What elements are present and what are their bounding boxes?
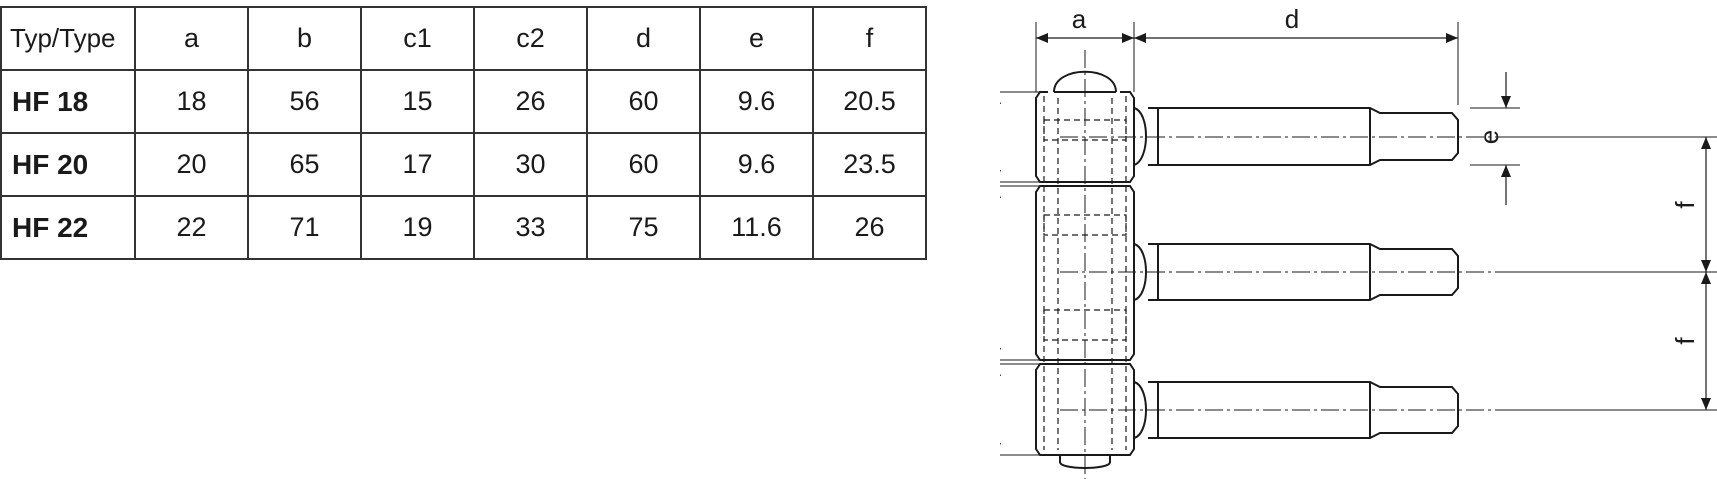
dimension-lines bbox=[1000, 33, 1711, 455]
value-cell: 9.6 bbox=[699, 132, 814, 197]
value-cell: 26 bbox=[473, 69, 588, 134]
header-cell-e: e bbox=[699, 6, 814, 71]
table-row: HF 18 18 56 15 26 60 9.6 20.5 bbox=[0, 69, 927, 134]
value-cell: 22 bbox=[134, 195, 249, 260]
value-cell: 15 bbox=[360, 69, 475, 134]
header-cell-f: f bbox=[812, 6, 927, 71]
header-cell-d: d bbox=[586, 6, 701, 71]
dimension-table: Typ/Type a b c1 c2 d e f HF 18 18 56 15 … bbox=[0, 6, 927, 260]
model-cell: HF 22 bbox=[0, 195, 136, 260]
value-cell: 30 bbox=[473, 132, 588, 197]
dimension-label-f-lower: f bbox=[1670, 337, 1700, 345]
value-cell: 11.6 bbox=[699, 195, 814, 260]
dimension-label-a: a bbox=[1072, 4, 1087, 34]
value-cell: 60 bbox=[586, 69, 701, 134]
value-cell: 18 bbox=[134, 69, 249, 134]
value-cell: 71 bbox=[247, 195, 362, 260]
dimension-label-e: e bbox=[1474, 130, 1504, 144]
threaded-pins bbox=[1133, 107, 1459, 439]
model-cell: HF 20 bbox=[0, 132, 136, 197]
center-lines bbox=[1060, 50, 1500, 479]
header-cell-c1: c1 bbox=[360, 6, 475, 71]
model-cell: HF 18 bbox=[0, 69, 136, 134]
value-cell: 26 bbox=[812, 195, 927, 260]
value-cell: 20 bbox=[134, 132, 249, 197]
header-cell-type: Typ/Type bbox=[0, 6, 136, 71]
value-cell: 56 bbox=[247, 69, 362, 134]
value-cell: 23.5 bbox=[812, 132, 927, 197]
value-cell: 9.6 bbox=[699, 69, 814, 134]
value-cell: 33 bbox=[473, 195, 588, 260]
dimension-label-f-upper: f bbox=[1670, 201, 1700, 209]
value-cell: 65 bbox=[247, 132, 362, 197]
header-cell-b: b bbox=[247, 6, 362, 71]
table-row: HF 20 20 65 17 30 60 9.6 23.5 bbox=[0, 132, 927, 197]
hinge-technical-drawing: a d b c1 c2 c1 e f f bbox=[1000, 4, 1717, 479]
value-cell: 20.5 bbox=[812, 69, 927, 134]
header-cell-a: a bbox=[134, 6, 249, 71]
table-header-row: Typ/Type a b c1 c2 d e f bbox=[0, 6, 927, 71]
value-cell: 17 bbox=[360, 132, 475, 197]
extension-lines bbox=[1000, 22, 1717, 456]
value-cell: 19 bbox=[360, 195, 475, 260]
table-row: HF 22 22 71 19 33 75 11.6 26 bbox=[0, 195, 927, 260]
dimension-label-d: d bbox=[1285, 4, 1299, 34]
header-cell-c2: c2 bbox=[473, 6, 588, 71]
value-cell: 60 bbox=[586, 132, 701, 197]
value-cell: 75 bbox=[586, 195, 701, 260]
